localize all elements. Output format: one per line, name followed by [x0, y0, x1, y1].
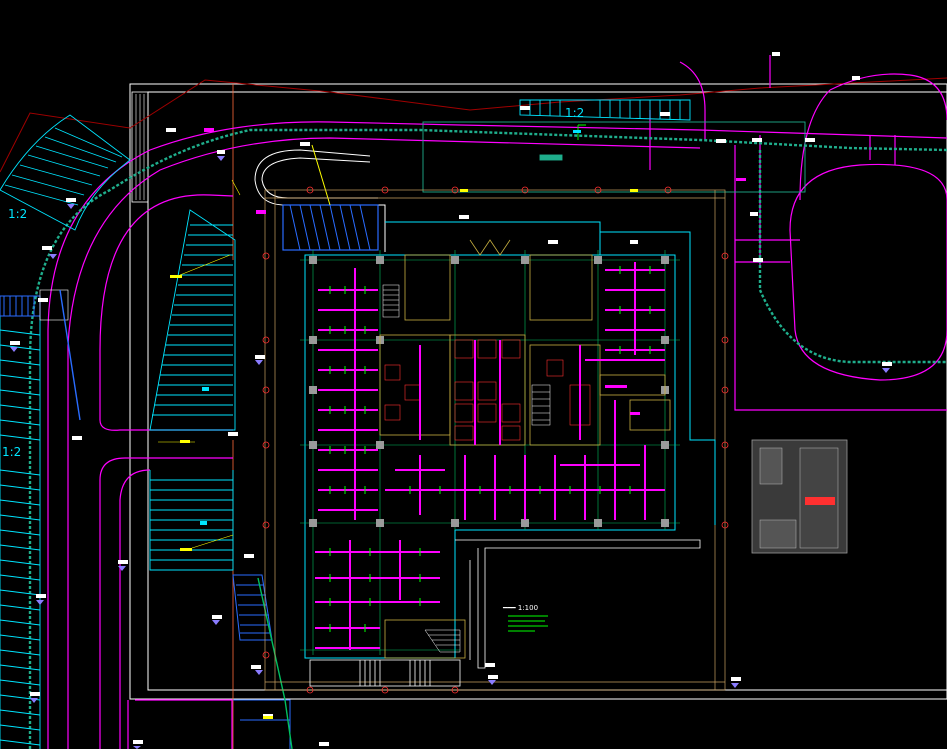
ramp-top-hook	[254, 144, 386, 252]
legend-title: ━━━ 1:100	[502, 604, 538, 612]
dimension-frame	[264, 189, 726, 691]
grid-bubbles	[262, 186, 729, 694]
ring-road-green	[28, 128, 947, 749]
cyan-tags	[200, 130, 581, 525]
site-frame	[129, 83, 947, 700]
air-diffusers	[329, 266, 651, 632]
slope-label-top: 1:2	[565, 106, 584, 120]
slope-label-left-lower: 1:2	[2, 445, 21, 459]
leader-lines	[158, 179, 241, 549]
core-rooms	[379, 239, 671, 659]
legend-block: ━━━ 1:100	[502, 604, 548, 632]
road-lines	[47, 55, 947, 749]
ductwork	[315, 262, 665, 650]
magenta-tags	[605, 178, 746, 415]
core-shafts-red	[384, 339, 591, 441]
stairs	[382, 284, 551, 653]
slope-label-left: 1:2	[8, 207, 27, 221]
ramp-left-blue	[0, 289, 81, 421]
lower-wing-outline	[309, 539, 701, 687]
parking-mid-left	[149, 209, 236, 571]
right-annex	[751, 439, 848, 554]
top-zone-outline	[422, 121, 806, 193]
parking-fan-left	[0, 114, 131, 749]
yellow-tags	[170, 189, 638, 719]
ramp-lower-blue	[232, 574, 291, 749]
level-triangles	[10, 156, 890, 749]
level-markers	[10, 52, 892, 746]
ramp-lower-green	[257, 577, 293, 749]
